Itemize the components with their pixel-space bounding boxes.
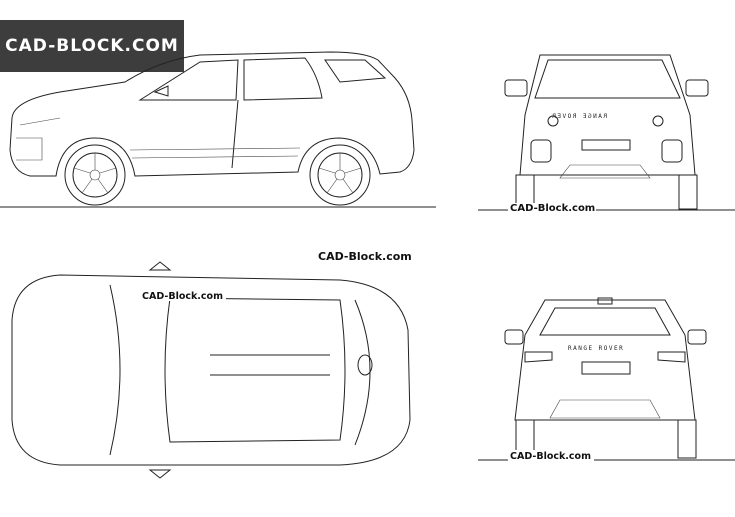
rear-window: [539, 307, 671, 336]
brake-light: [597, 297, 613, 305]
left-headlight: [547, 115, 559, 127]
top-body-outline: [11, 274, 411, 466]
right-mirror: [685, 79, 709, 97]
rear-window-line: [354, 299, 371, 446]
rear-view: RANGE ROVER CAD-Block.com: [478, 297, 735, 462]
site-logo[interactable]: CAD-Block.com: [0, 20, 184, 72]
side-view: [0, 51, 436, 208]
body-outline: [9, 51, 415, 177]
watermark-front: CAD-Block.com: [510, 203, 595, 214]
rear-badge: RANGE ROVER: [568, 345, 624, 352]
front-badge: RANGE ROVER: [551, 113, 607, 120]
front-window: [138, 59, 239, 101]
windshield: [534, 59, 681, 99]
watermark-rear: CAD-Block.com: [510, 451, 591, 462]
rear-plate: [581, 361, 631, 375]
roof: [164, 297, 346, 443]
rear-wheel: [309, 144, 371, 206]
watermark-top-center: CAD-Block.com: [142, 291, 223, 302]
shark-fin-antenna: [357, 354, 373, 376]
top-right-mirror: [148, 469, 172, 479]
right-fog-light: [661, 139, 683, 163]
front-wheel: [64, 144, 126, 206]
rear-left-mirror: [504, 329, 524, 345]
top-view: CAD-Block.com CAD-Block.com: [11, 250, 412, 479]
door-seam: [231, 99, 239, 169]
top-left-mirror: [148, 261, 172, 271]
right-taillight: [657, 351, 686, 363]
front-plate: [581, 139, 631, 151]
right-headlight: [652, 115, 664, 127]
left-fog-light: [530, 139, 552, 163]
side-mirror: [153, 85, 169, 97]
rear-window: [243, 57, 323, 101]
windshield-line: [109, 284, 121, 456]
front-view: RANGE ROVER CAD-Block.com: [478, 54, 735, 214]
rear-right-mirror: [687, 329, 707, 345]
left-mirror: [504, 79, 528, 97]
quarter-window: [324, 59, 387, 83]
rear-right-tire: [677, 419, 697, 459]
left-taillight: [524, 351, 553, 363]
rear-body: [514, 299, 696, 421]
watermark-top-right: CAD-Block.com: [318, 250, 412, 263]
front-right-tire: [678, 174, 698, 210]
logo-text: CAD-Block.com: [5, 36, 179, 56]
